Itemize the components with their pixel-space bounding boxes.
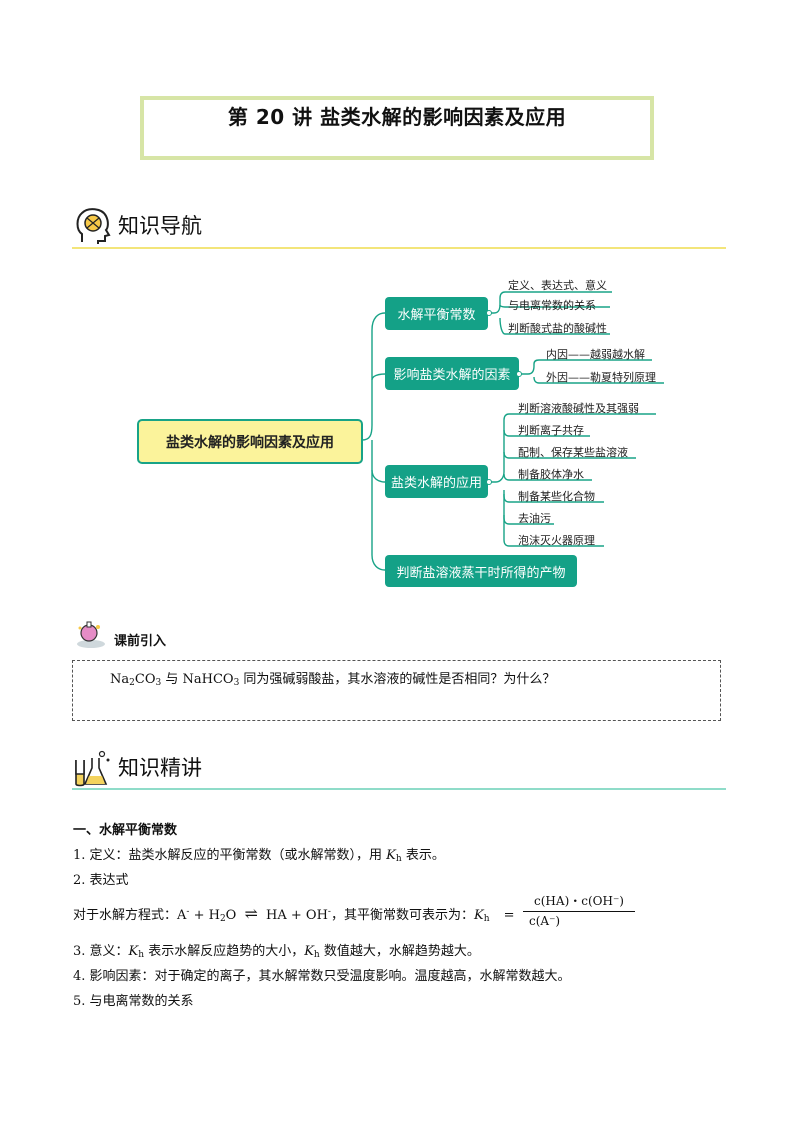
lecture-section-title: 知识精讲 <box>118 756 202 780</box>
mindmap-leaf: 判断溶液酸碱性及其强弱 <box>518 402 639 415</box>
fraction-bar <box>523 911 635 912</box>
mindmap-collapse-dot <box>516 371 522 377</box>
mindmap-branch-applications: 盐类水解的应用 <box>385 465 488 498</box>
mindmap-leaf: 制备胶体净水 <box>518 468 584 481</box>
fraction-denominator: c(A⁻) <box>529 914 561 928</box>
factors-line: 4. 影响因素：对于确定的离子，其水解常数只受温度影响。温度越高，水解常数越大。 <box>73 969 571 984</box>
intro-label: 课前引入 <box>114 634 167 649</box>
expression-heading: 2. 表达式 <box>73 873 129 888</box>
kh-fraction: c(HA)・c(OH⁻) c(A⁻) <box>523 892 635 928</box>
equilibrium-arrow: ⇌ <box>244 904 258 923</box>
meaning-line: 3. 意义：Kh 表示水解反应趋势的大小，Kh 数值越大，水解趋势越大。 <box>73 944 480 960</box>
nav-section-divider <box>72 247 726 249</box>
definition-line: 1. 定义：盐类水解反应的平衡常数（或水解常数），用 Kh 表示。 <box>73 848 445 864</box>
mindmap-leaf: 定义、表达式、意义 <box>508 279 607 292</box>
mindmap-root: 盐类水解的影响因素及应用 <box>137 419 363 464</box>
mindmap-leaf: 去油污 <box>518 512 551 525</box>
content-heading: 一、水解平衡常数 <box>73 823 178 838</box>
mindmap-leaf: 制备某些化合物 <box>518 490 595 503</box>
mindmap-branch-factors: 影响盐类水解的因素 <box>385 357 519 390</box>
mindmap-leaf: 判断离子共存 <box>518 424 584 437</box>
mindmap-leaf: 判断酸式盐的酸碱性 <box>508 322 607 335</box>
intro-question: Na2CO3 与 NaHCO3 同为强碱弱酸盐，其水溶液的碱性是否相同？为什么？ <box>110 672 556 688</box>
mindmap-leaf: 泡沫灭火器原理 <box>518 534 595 547</box>
mindmap-leaf: 与电离常数的关系 <box>508 299 596 312</box>
nav-section-title: 知识导航 <box>118 214 202 238</box>
fraction-numerator: c(HA)・c(OH⁻) <box>534 894 624 908</box>
brain-icon <box>74 206 112 246</box>
intro-box <box>72 660 721 721</box>
title-box <box>140 96 654 160</box>
mindmap-collapse-dot <box>486 479 492 485</box>
lab-equipment-icon <box>72 748 114 788</box>
mindmap-leaf: 外因——勒夏特列原理 <box>546 371 656 384</box>
hydrolysis-equation-line: 对于水解方程式：A- + H2O ⇌ HA + OH-，其平衡常数可表示为：Kh… <box>73 904 515 924</box>
lecture-section-divider <box>72 788 726 790</box>
mindmap-branch-hydrolysis-constant: 水解平衡常数 <box>385 297 488 330</box>
mindmap-branch-evaporation-products: 判断盐溶液蒸干时所得的产物 <box>385 555 577 587</box>
page-title: 第 20 讲 盐类水解的影响因素及应用 <box>227 105 567 129</box>
mindmap-connectors <box>361 291 664 571</box>
flask-icon <box>74 620 108 650</box>
mindmap-leaf: 配制、保存某些盐溶液 <box>518 446 628 459</box>
relation-line: 5. 与电离常数的关系 <box>73 994 194 1009</box>
mindmap-collapse-dot <box>486 310 492 316</box>
mindmap-leaf: 内因——越弱越水解 <box>546 348 645 361</box>
